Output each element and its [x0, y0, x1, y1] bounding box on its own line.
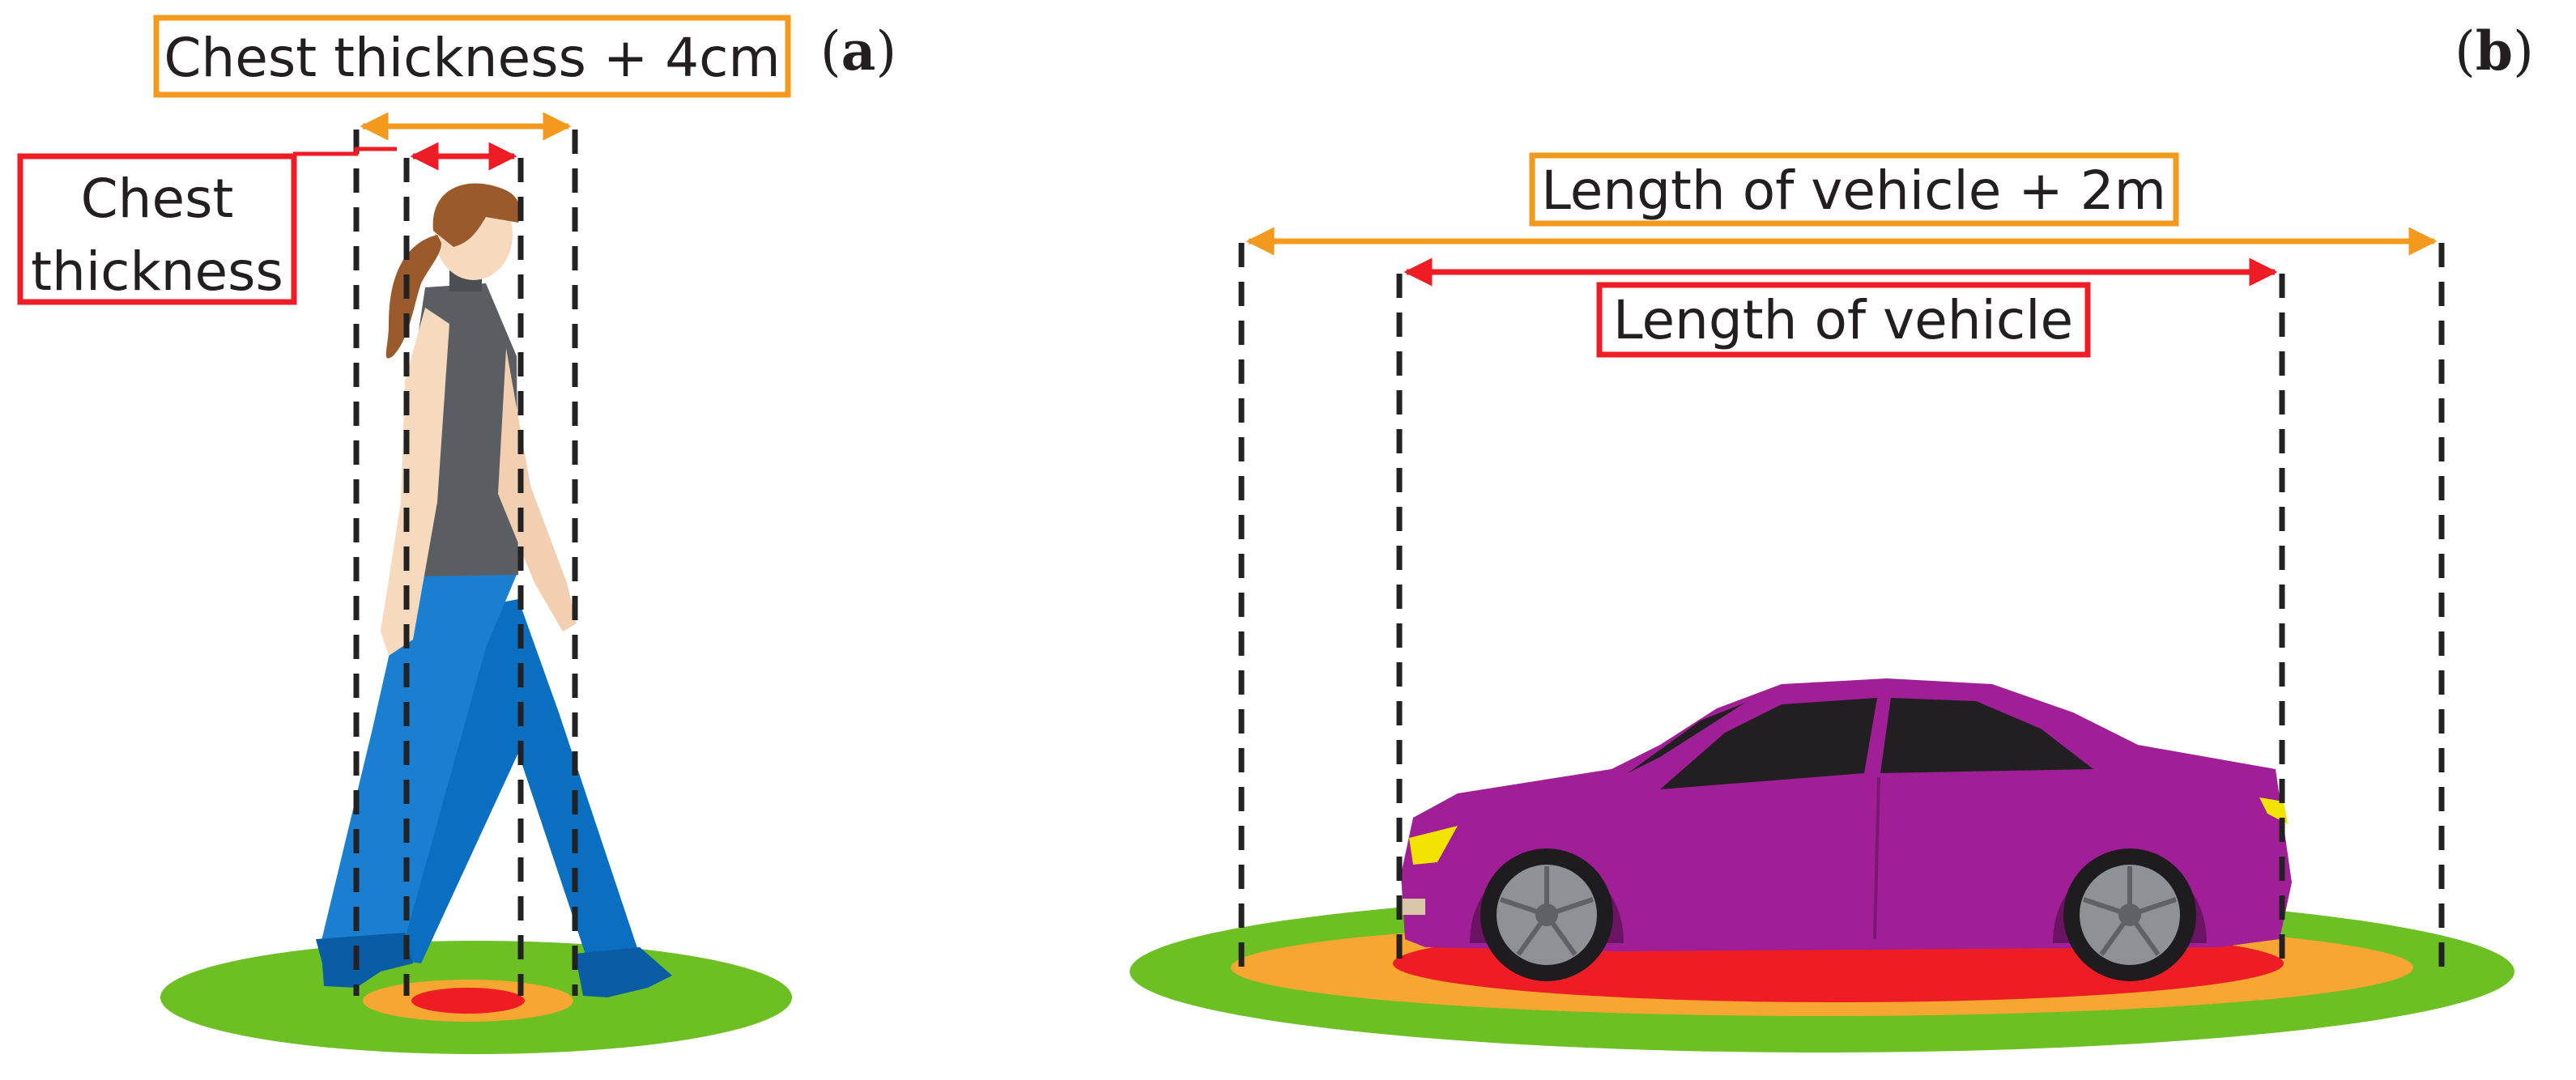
car-rear-wheel	[2063, 848, 2196, 981]
vehicle-plus-margin-label-box	[1529, 152, 2179, 227]
chest-thickness-leader	[293, 147, 397, 156]
pedestrian-shoe-front	[316, 933, 413, 988]
pedestrian-ponytail	[385, 235, 441, 359]
car-body	[1401, 678, 2292, 951]
car-headlight	[1409, 826, 1458, 865]
car-front-window	[1660, 698, 1877, 789]
pedestrian-figure	[316, 183, 672, 997]
vehicle-plus-margin-label: Length of vehicle + 2m	[1541, 159, 2166, 222]
vehicle-length-label: Length of vehicle	[1613, 289, 2073, 351]
chest-thickness-label-line2: thickness	[31, 240, 283, 303]
pedestrian-front-leg	[320, 567, 518, 947]
car-door-line	[1873, 776, 1880, 940]
vehicle-length-label-box	[1596, 282, 2091, 358]
panel-letter-b: (b)	[2455, 19, 2534, 83]
car-fog-light	[1401, 899, 1425, 915]
vehicle-car	[1401, 678, 2292, 981]
car-front-wheel	[1480, 848, 1613, 981]
car-taillight	[2259, 797, 2288, 824]
chest-thickness-label-line1: Chest	[81, 168, 234, 230]
chest-plus-margin-label: Chest thickness + 4cm	[164, 27, 780, 89]
chest-plus-margin-label-box	[153, 15, 791, 98]
pedestrian-front-arm	[381, 308, 449, 656]
pedestrian-back-arm	[498, 348, 577, 631]
panel-a-pedestrian: Chest thickness + 4cm Chest thickness (a…	[17, 15, 896, 1054]
car-roof-shade	[1628, 703, 1745, 773]
car-rear-window	[1880, 698, 2093, 773]
panel-letter-a: (a)	[820, 19, 896, 83]
pedestrian-hair	[432, 183, 521, 247]
panel-b-vehicle: Length of vehicle + 2m Length of vehicle…	[1130, 19, 2534, 1052]
pedestrian-inner-zone-red	[411, 988, 525, 1014]
pedestrian-shoe-back	[575, 947, 672, 997]
chest-thickness-label-box	[17, 153, 297, 305]
